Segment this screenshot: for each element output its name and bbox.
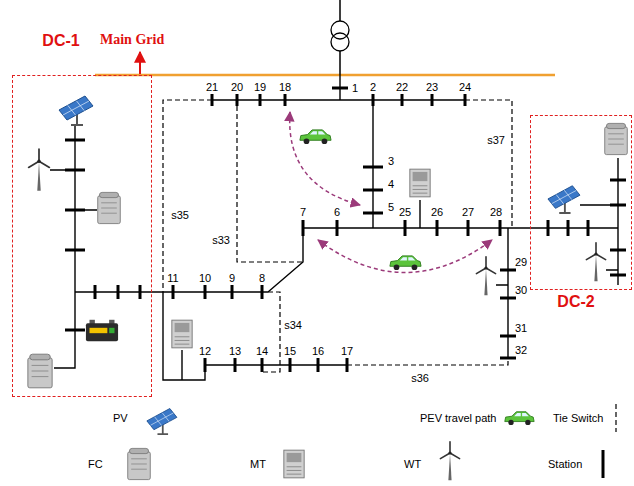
fc-icon <box>605 123 628 154</box>
feeder-line <box>50 75 618 380</box>
bus-number: 16 <box>312 345 324 358</box>
bus-number: 21 <box>206 81 218 94</box>
legend-entry: PEV travel path <box>420 412 496 425</box>
legend-pv-sample <box>147 409 177 435</box>
pev-icon <box>390 256 421 270</box>
bus-number: 19 <box>254 81 266 94</box>
legend-wt-sample <box>440 442 459 480</box>
tie-switch-label: s33 <box>212 234 230 247</box>
battery-icon <box>86 320 118 341</box>
bus-number: 9 <box>229 272 235 285</box>
pev-icon <box>300 130 331 144</box>
bus-number: 32 <box>515 344 527 357</box>
bus-number: 10 <box>199 272 211 285</box>
tie-switch-label: s37 <box>487 134 505 147</box>
pev-path <box>318 240 492 273</box>
bus-number: 26 <box>431 206 443 219</box>
dc-region: DC-1 <box>12 75 152 397</box>
legend-entry: Station <box>548 458 582 471</box>
bus-number: 30 <box>515 284 527 297</box>
legend-text: WT <box>404 458 421 470</box>
bus-number: 11 <box>167 272 178 285</box>
legend-text: Station <box>548 458 582 470</box>
bus-number: 29 <box>515 256 527 269</box>
bus-number: 25 <box>399 206 411 219</box>
legend-entry: WT <box>404 458 421 471</box>
mt-icon <box>410 169 430 197</box>
bus-number: 14 <box>256 345 268 358</box>
legend-entry: FC <box>88 458 103 471</box>
dc-region: DC-2 <box>530 115 632 290</box>
tie-switch-label: s35 <box>171 209 189 222</box>
bus-number: 2 <box>370 81 376 94</box>
legend-text: Tie Switch <box>553 412 603 424</box>
bus-number: 27 <box>462 206 474 219</box>
bus-number: 7 <box>300 206 306 219</box>
region-heading: DC-1 <box>42 32 79 50</box>
bus-number: 13 <box>229 345 241 358</box>
wt-icon <box>29 149 50 191</box>
grid-label: Main Grid <box>100 32 164 48</box>
fc-icon <box>28 354 52 388</box>
legend-text: PV <box>113 412 128 424</box>
bus-number: 31 <box>515 322 527 335</box>
pv-icon <box>548 186 580 213</box>
bus-number: 8 <box>259 272 265 285</box>
bus-number: 28 <box>490 206 502 219</box>
tie-switch-label: s34 <box>284 319 302 332</box>
wt-icon <box>586 243 605 281</box>
bus-number: 6 <box>334 206 340 219</box>
legend-station-sample <box>602 450 605 478</box>
bus-number: 4 <box>388 178 394 191</box>
bus-number: 20 <box>231 81 243 94</box>
legend-pev-sample <box>505 412 534 425</box>
bus-number: 15 <box>284 345 296 358</box>
mt-icon <box>172 320 192 348</box>
pv-icon <box>59 96 93 125</box>
transformer-winding <box>331 33 349 51</box>
bus-number: 22 <box>396 81 408 94</box>
region-heading: DC-2 <box>557 293 594 311</box>
legend-entry: Tie Switch <box>553 412 603 425</box>
bus-number: 5 <box>388 201 394 214</box>
legend-text: MT <box>250 458 266 470</box>
bus-number: 3 <box>388 155 394 168</box>
legend-mt-sample <box>284 450 304 478</box>
bus-number: 1 <box>352 82 358 95</box>
station-bar <box>65 88 626 372</box>
bus-number: 24 <box>459 81 471 94</box>
transformer-lead <box>339 0 341 75</box>
bus-number: 18 <box>279 81 291 94</box>
fc-icon <box>98 192 121 223</box>
main-grid-bus <box>95 74 555 77</box>
legend-text: FC <box>88 458 103 470</box>
legend-entry: MT <box>250 458 266 471</box>
legend-fc-sample <box>128 448 151 479</box>
tie-switch-label: s36 <box>411 372 429 385</box>
bus-number: 23 <box>426 81 438 94</box>
wt-icon <box>476 257 495 295</box>
legend-entry: PV <box>113 412 128 425</box>
bus-number: 12 <box>199 345 211 358</box>
legend-tie-sample <box>615 404 616 432</box>
bus-number: 17 <box>341 345 353 358</box>
grid-arrow <box>139 52 141 74</box>
legend-text: PEV travel path <box>420 412 496 424</box>
pev-path <box>290 112 360 205</box>
